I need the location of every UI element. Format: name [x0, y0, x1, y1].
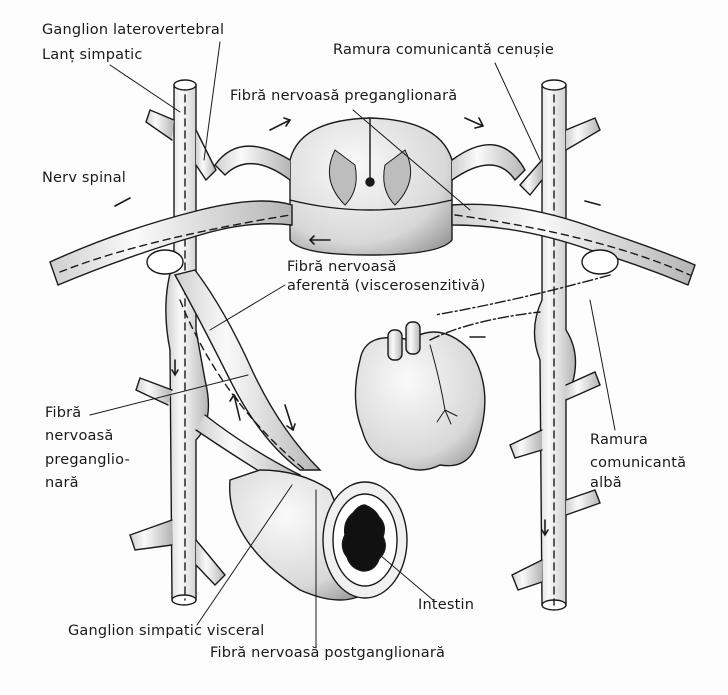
- label-ramura-alba-3: albă: [590, 475, 622, 491]
- spinal-cord-cross-section: [289, 117, 453, 256]
- label-fibra-preganglionara-left-1: Fibră: [45, 405, 82, 421]
- right-spinal-nerve: [434, 144, 696, 316]
- left-spinal-nerve: [49, 145, 293, 286]
- intestine: [229, 469, 408, 601]
- label-ramura-alba-1: Ramura: [590, 432, 649, 448]
- leader-lines: [89, 41, 616, 649]
- right-sympathetic-chain: [509, 79, 601, 611]
- label-fibra-aferenta-line2: aferentă (viscerosenzitivă): [287, 278, 486, 294]
- label-intestin: Intestin: [418, 597, 475, 613]
- label-fibra-preganglionara-left-3: preganglio-: [45, 452, 130, 468]
- left-sympathetic-chain: [129, 79, 226, 606]
- label-fibra-preganglionara-left-4: nară: [45, 475, 79, 491]
- label-ganglion-simpatic-visceral: Ganglion simpatic visceral: [68, 623, 265, 639]
- label-lant-simpatic: Lanț simpatic: [42, 47, 143, 63]
- label-nerv-spinal: Nerv spinal: [42, 170, 127, 186]
- label-fibra-postganglionara: Fibră nervoasă postganglionară: [210, 645, 446, 661]
- label-ramura-alba-2: comunicantă: [590, 455, 687, 471]
- label-ganglion-laterovertebral: Ganglion laterovertebral: [42, 22, 225, 38]
- label-fibra-preganglionara-left-2: nervoasă: [45, 428, 114, 444]
- direction-arrows: [114, 117, 601, 537]
- label-fibra-aferenta-line1: Fibră nervoasă: [287, 259, 397, 275]
- label-fibra-preganglionara-top: Fibră nervoasă preganglionară: [230, 88, 458, 104]
- heart: [354, 311, 541, 471]
- label-ramura-comunicanta-cenusie: Ramura comunicantă cenușie: [333, 42, 554, 58]
